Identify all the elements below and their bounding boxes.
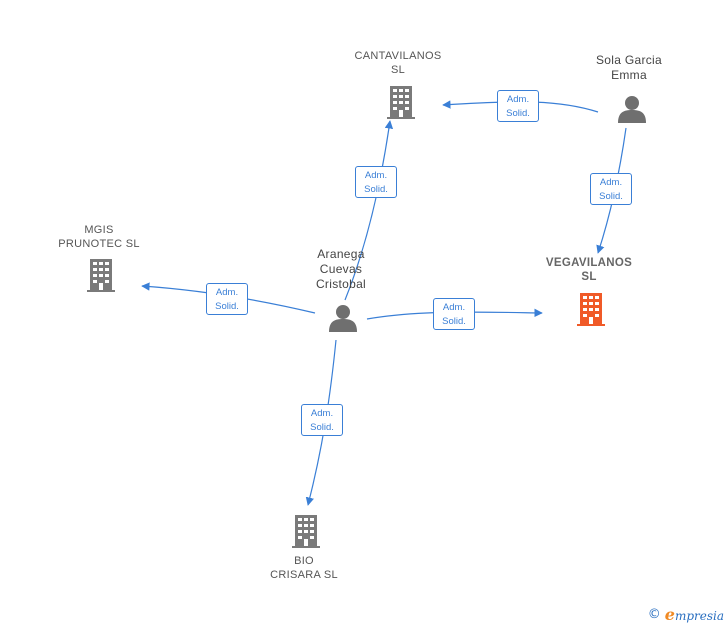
edge-label-sola-to-cantavilanos: Adm. Solid. — [497, 90, 539, 122]
label-line: Cuevas — [319, 262, 363, 276]
edge-label-line: Adm. — [442, 302, 466, 313]
label-line: CRISARA SL — [270, 569, 338, 581]
person-icon — [618, 96, 646, 123]
copyright-icon: © — [647, 607, 661, 622]
building-icon — [577, 293, 605, 326]
label-line: Emma — [611, 68, 647, 82]
edge-label-line: Adm. — [599, 177, 623, 188]
label-line: BIO — [294, 555, 314, 567]
person-icon — [329, 305, 357, 332]
node-label-mgis[interactable]: MGIS PRUNOTEC SL — [58, 223, 140, 251]
edge-label-line: Solid. — [506, 108, 530, 119]
node-label-vegavilanos[interactable]: VEGAVILANOS SL — [546, 256, 632, 284]
edge-label-sola-to-vegavilanos: Adm. Solid. — [590, 173, 632, 205]
edge-label-line: Solid. — [599, 191, 623, 202]
edge-label-line: Solid. — [442, 316, 466, 327]
edge-label-line: Adm. — [215, 287, 239, 298]
edge-label-line: Solid. — [215, 301, 239, 312]
edge-aranega-to-cantavilanos — [344, 120, 394, 301]
edge-label-aranega-to-mgis: Adm. Solid. — [206, 283, 248, 315]
node-label-aranega[interactable]: Aranega Cuevas Cristobal — [316, 247, 366, 292]
edge-label-aranega-to-vegavilanos: Adm. Solid. — [433, 298, 475, 330]
label-line: SL — [581, 271, 597, 283]
label-line: Sola Garcia — [596, 53, 662, 67]
label-line: PRUNOTEC SL — [58, 238, 140, 250]
building-icon — [292, 515, 320, 548]
label-line: Cristobal — [315, 277, 367, 291]
building-icon — [387, 86, 415, 119]
label-line: Aranega — [317, 247, 365, 261]
node-label-sola-garcia[interactable]: Sola Garcia Emma — [596, 53, 662, 83]
building-icon — [87, 259, 115, 292]
node-label-bio-crisara[interactable]: BIO CRISARA SL — [270, 554, 338, 582]
node-label-cantavilanos[interactable]: CANTAVILANOS SL — [355, 49, 442, 77]
label-line: CANTAVILANOS — [354, 50, 442, 62]
empresia-logo[interactable]: © empresia — [648, 605, 724, 624]
edge-label-line: Solid. — [310, 422, 334, 433]
edge-label-line: Solid. — [364, 184, 388, 195]
label-line: MGIS — [84, 224, 114, 236]
edge-label-aranega-to-bio: Adm. Solid. — [301, 404, 343, 436]
edge-label-line: Adm. — [506, 94, 530, 105]
edge-label-aranega-to-cantavilanos: Adm. Solid. — [355, 166, 397, 198]
edge-label-line: Adm. — [310, 408, 334, 419]
label-line: SL — [390, 64, 406, 76]
label-line: VEGAVILANOS — [545, 257, 633, 269]
edge-label-line: Adm. — [364, 170, 388, 181]
brand-name: empresia — [664, 605, 724, 624]
